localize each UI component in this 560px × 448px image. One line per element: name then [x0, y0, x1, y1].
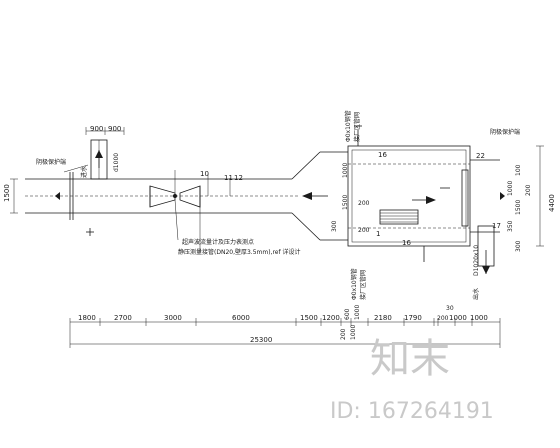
watermark: 知末 ID: 167264191 [330, 336, 494, 424]
dim-b-200: 200 [437, 315, 449, 322]
dim-mid-200b: 200 [358, 227, 370, 234]
section-markers [55, 192, 505, 236]
transition-section [291, 151, 348, 241]
callout-1: 1 [376, 230, 380, 238]
note-vert-bot2: 接厂区管网 [359, 270, 367, 300]
dim-mid-200a: 200 [358, 200, 370, 207]
right-chamber [347, 125, 500, 274]
dim-b-6000: 6000 [232, 314, 250, 322]
flow-arrow-right [426, 196, 436, 204]
dim-right-350: 350 [507, 220, 514, 232]
callout-11: 11 [224, 174, 233, 182]
dim-top-2: 900 [108, 125, 121, 133]
note-leaders [63, 164, 201, 252]
notes: 阴极保护端 阴极保护端 超声波流量计及压力表测点 静压测量接管(DN20,壁厚3… [36, 110, 520, 300]
dim-mid-1500: 1500 [342, 195, 349, 210]
callout-22: 22 [476, 152, 485, 160]
dim-b-1000a: 1000 [449, 314, 467, 322]
flow-arrow-left [302, 192, 312, 200]
note-pipe-right: D1020x10 [473, 245, 480, 276]
chamber-dims: 1000 1500 300 200 200 [331, 163, 370, 234]
dim-right-1500: 1500 [515, 200, 522, 215]
main-pipe-left [25, 172, 300, 220]
dim-left-1500: 1500 [3, 184, 11, 202]
left-dims: 1500 d1000 [3, 153, 120, 214]
dim-right-4400: 4400 [548, 194, 556, 212]
dim-bs-200: 200 [340, 328, 347, 340]
dim-b-1000b: 1000 [470, 314, 488, 322]
flow-arrows [302, 187, 450, 204]
right-dims: 4400 100 200 1500 1000 300 350 [507, 145, 556, 252]
note-vert-bot: Φ0x10钢管 [350, 268, 358, 300]
bottom-dims: 1800 2700 3000 6000 1500 1200 600 1000 2… [69, 305, 501, 348]
dim-b-1500: 1500 [300, 314, 318, 322]
note-vert-top: Φ0x10钢管 [344, 110, 352, 142]
dim-b-1800: 1800 [78, 314, 96, 322]
dim-right-300: 300 [515, 240, 522, 252]
note-vert-top2: 接厂区管网 [353, 112, 361, 142]
callout-17: 17 [492, 222, 501, 230]
dim-riser-d: d1000 [113, 153, 120, 172]
dim-bs-1000: 1000 [350, 325, 357, 340]
venturi-section [149, 170, 231, 208]
callout-16a: 16 [378, 151, 387, 159]
dim-total-25300: 25300 [250, 336, 272, 344]
note-right: 阴极保护端 [490, 128, 520, 136]
note-sub: 静压测量接管(DN20,壁厚3.5mm),ref 详设计 [178, 248, 301, 256]
top-dims: 900 900 [85, 125, 125, 135]
callout-16b: 16 [402, 239, 411, 247]
dim-top-1: 900 [90, 125, 103, 133]
note-main: 超声波流量计及压力表测点 [182, 238, 254, 246]
dim-right-1000: 1000 [507, 181, 514, 196]
callout-12: 12 [234, 174, 243, 182]
dim-b-2180: 2180 [374, 314, 392, 322]
dim-b-1200: 1200 [322, 314, 340, 322]
note-inlet-left: 进水 [80, 166, 88, 178]
callouts: 10 11 12 16 16 17 1 22 [200, 151, 501, 247]
watermark-logo: 知末 [370, 336, 450, 382]
dim-b-3000: 3000 [164, 314, 182, 322]
dim-b-1000: 1000 [354, 305, 361, 320]
note-inlet-right: 出水 [472, 288, 480, 300]
dim-b-2700: 2700 [114, 314, 132, 322]
dim-b-600: 600 [344, 308, 351, 320]
callout-10: 10 [200, 170, 209, 178]
note-top-left: 阴极保护端 [36, 158, 66, 166]
dim-mid-1000: 1000 [342, 163, 349, 178]
watermark-id: ID: 167264191 [330, 399, 494, 424]
riser-left [90, 139, 108, 180]
dim-bs-30: 30 [446, 305, 454, 312]
dim-right-100: 100 [515, 164, 522, 176]
dim-mid-300: 300 [331, 220, 338, 232]
dim-right-200: 200 [525, 184, 532, 196]
dim-b-1790: 1790 [404, 314, 422, 322]
